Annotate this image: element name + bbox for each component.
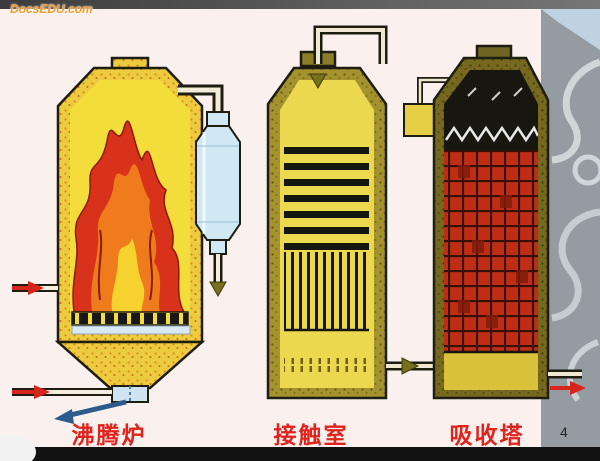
- purifier-outlet-pipe: [209, 254, 227, 298]
- watermark: DocsEDU.com: [10, 2, 93, 16]
- furnace-hopper: [54, 340, 206, 390]
- tower-outlet-pipe: [548, 369, 586, 395]
- bottom-comb: [284, 358, 369, 372]
- purifier-body: [195, 125, 241, 241]
- flames-icon: [72, 120, 186, 313]
- label-fluidized-bed-furnace: 沸腾炉: [71, 422, 147, 448]
- acid-feed-box: [403, 103, 439, 137]
- gas-arrow-down-icon: [209, 281, 227, 298]
- furnace-outlet-pipe: [178, 84, 224, 114]
- catalyst-plates: [284, 138, 369, 252]
- fluidized-bed-furnace-illustration: [12, 56, 224, 424]
- gas-arrow-right-icon: [401, 357, 420, 375]
- tower-bottom-zone: [444, 352, 538, 390]
- page-number: 4: [560, 424, 568, 440]
- absorption-tower-illustration: [403, 44, 586, 400]
- furnace-air-box: [71, 325, 191, 335]
- chamber-inlet-pipe: [313, 25, 388, 64]
- furnace-grate: [71, 311, 189, 326]
- furnace-slag-pipe: [54, 399, 127, 424]
- bottom-border-band: [0, 447, 600, 461]
- feed-arrow-right-icon: [28, 281, 44, 295]
- exchanger-tubes: [284, 252, 369, 330]
- top-border-band: [0, 0, 600, 9]
- contact-chamber-illustration: [266, 25, 434, 400]
- acid-arrow-right-icon: [570, 381, 586, 395]
- chamber-outlet-pipe: [386, 357, 434, 375]
- gas-purifier-illustration: [195, 111, 241, 298]
- gas-arrow-down-icon: [309, 73, 327, 90]
- purifier-bottom-neck: [209, 239, 227, 255]
- slag-arrow-icon: [54, 409, 74, 424]
- corner-blob-decoration: [0, 435, 36, 461]
- furnace-feed-pipe-upper: [12, 281, 58, 295]
- label-absorption-tower: 吸收塔: [449, 422, 525, 448]
- furnace-feed-pipe-lower: [12, 385, 112, 399]
- spray-zigzag-icon: [444, 125, 538, 143]
- feed-arrow-right-icon: [34, 385, 50, 399]
- label-contact-chamber: 接触室: [273, 422, 349, 448]
